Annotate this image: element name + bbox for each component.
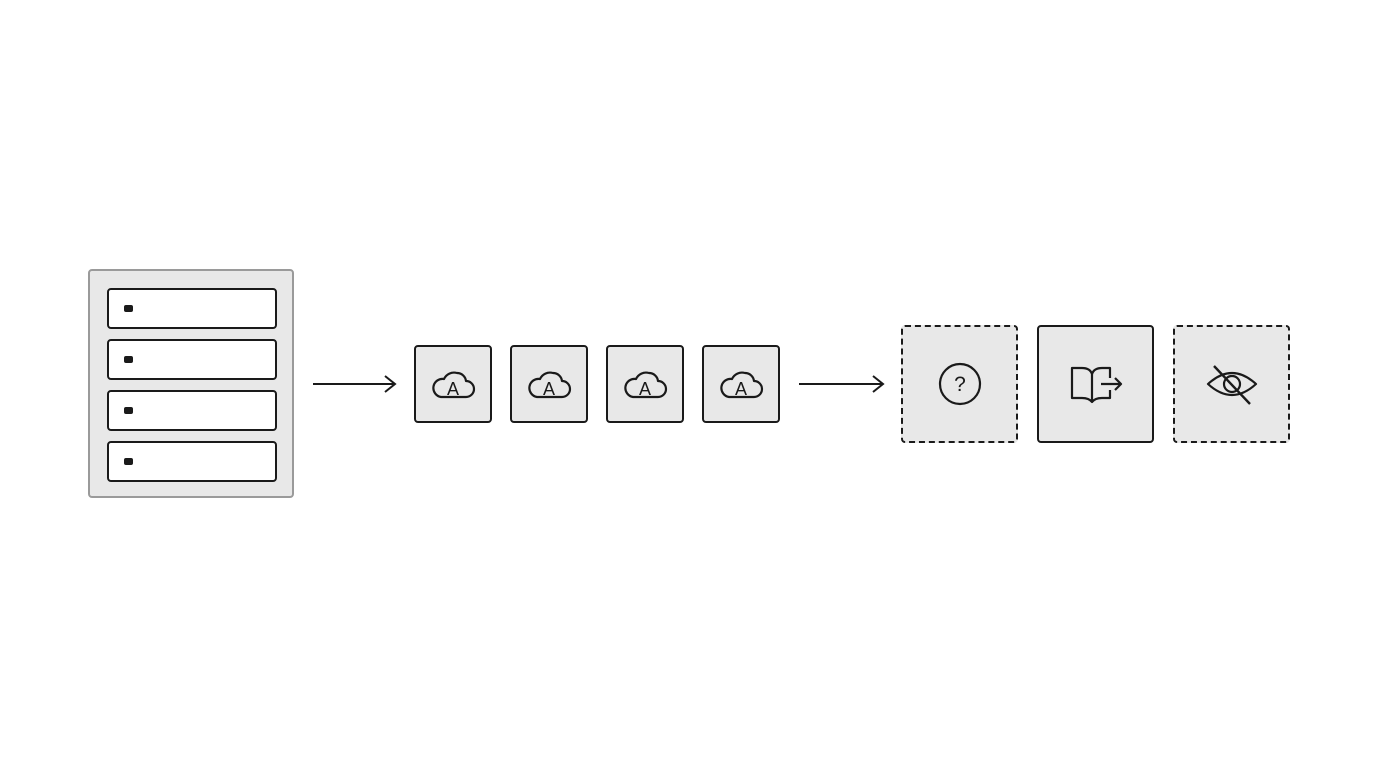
rack-slot bbox=[107, 390, 277, 431]
arrow-right-icon bbox=[799, 375, 885, 393]
cloud-a-icon: A bbox=[528, 371, 572, 399]
status-led-icon bbox=[124, 458, 133, 465]
arrow-right-icon bbox=[313, 375, 397, 393]
cloud-letter: A bbox=[447, 379, 459, 399]
question-circle-icon: ? bbox=[938, 362, 981, 406]
cloud-letter: A bbox=[543, 379, 555, 399]
rack-slot bbox=[107, 339, 277, 380]
cloud-tile: A bbox=[510, 345, 588, 423]
unknown-output-box: ? bbox=[901, 325, 1018, 443]
rack-slot bbox=[107, 288, 277, 329]
rack-slot bbox=[107, 441, 277, 482]
cloud-tile: A bbox=[702, 345, 780, 423]
hidden-output-box bbox=[1173, 325, 1290, 443]
cloud-letter: A bbox=[639, 379, 651, 399]
cloud-letter: A bbox=[735, 379, 747, 399]
book-export-icon bbox=[1070, 366, 1122, 404]
book-output-box bbox=[1037, 325, 1154, 443]
cloud-a-icon: A bbox=[432, 371, 476, 399]
cloud-a-icon: A bbox=[720, 371, 764, 399]
cloud-tile: A bbox=[414, 345, 492, 423]
cloud-a-icon: A bbox=[624, 371, 668, 399]
eye-off-icon bbox=[1206, 365, 1257, 405]
question-glyph: ? bbox=[954, 373, 966, 396]
status-led-icon bbox=[124, 356, 133, 363]
status-led-icon bbox=[124, 407, 133, 414]
cloud-tile: A bbox=[606, 345, 684, 423]
status-led-icon bbox=[124, 305, 133, 312]
server-rack bbox=[88, 269, 294, 498]
